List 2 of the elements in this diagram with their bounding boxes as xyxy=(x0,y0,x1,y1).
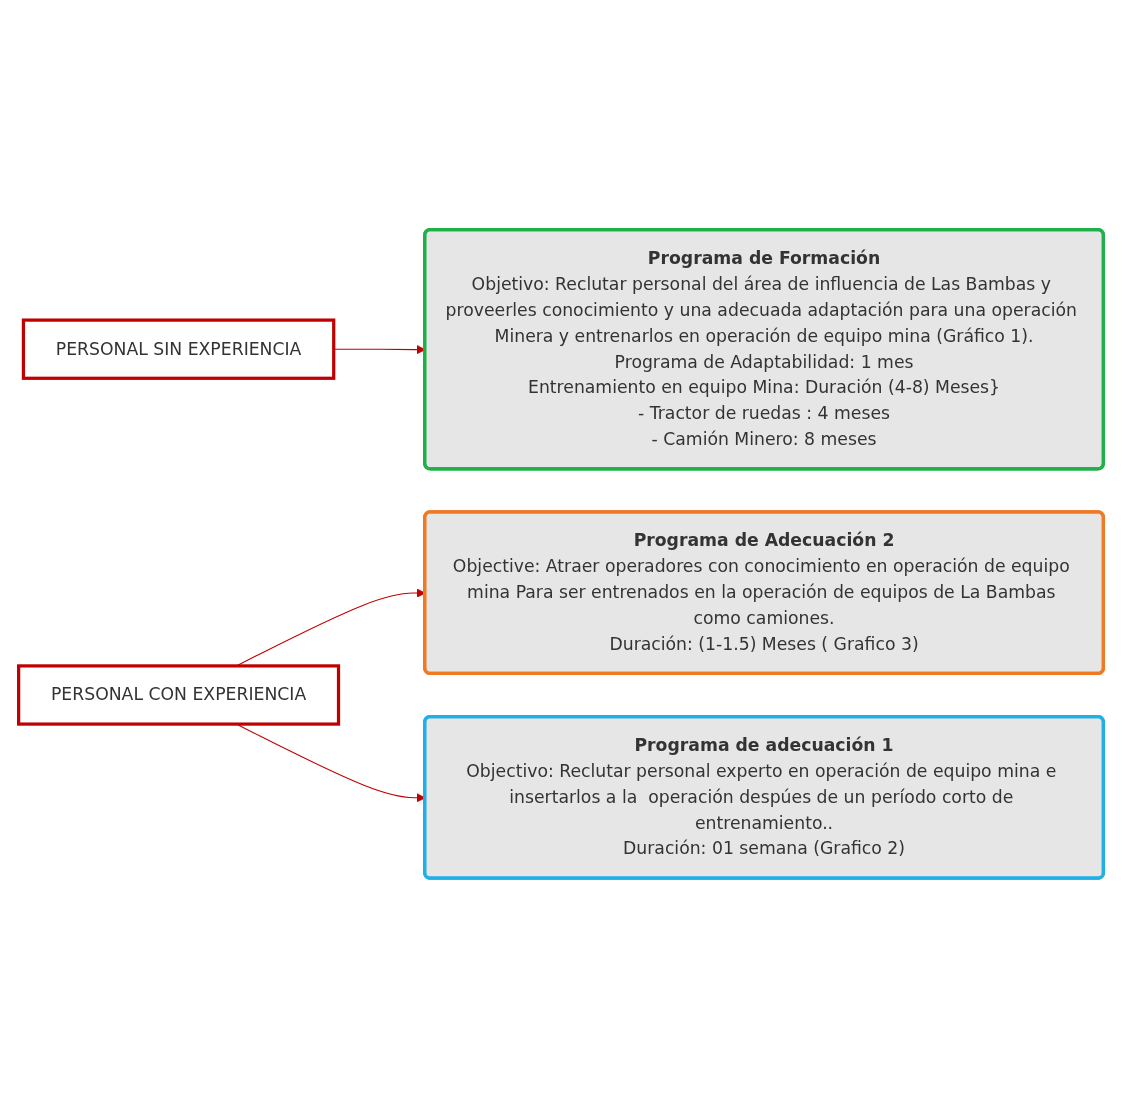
node-box: PERSONAL SIN EXPERIENCIA xyxy=(21,318,336,381)
node-box: PERSONAL CON EXPERIENCIA xyxy=(17,664,341,726)
